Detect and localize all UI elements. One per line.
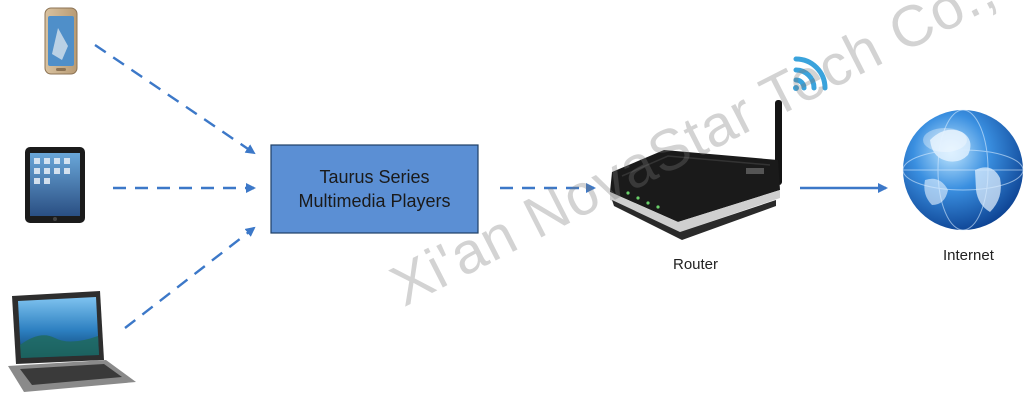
player-box-label: Taurus Series Multimedia Players bbox=[271, 145, 478, 233]
player-box-line2: Multimedia Players bbox=[298, 191, 451, 211]
globe-icon bbox=[902, 109, 1024, 231]
player-box-line1: Taurus Series bbox=[319, 167, 430, 187]
router-icon bbox=[610, 100, 782, 240]
smartphone-icon bbox=[44, 7, 78, 75]
tablet-icon bbox=[25, 147, 85, 223]
arrow-phone-to-player bbox=[94, 44, 256, 155]
internet-label: Internet bbox=[943, 247, 994, 264]
laptop-icon bbox=[8, 291, 136, 392]
arrow-laptop-to-player bbox=[124, 226, 256, 329]
wifi-signal-icon bbox=[793, 56, 828, 91]
player-box bbox=[270, 144, 479, 234]
router-label: Router bbox=[673, 256, 719, 273]
